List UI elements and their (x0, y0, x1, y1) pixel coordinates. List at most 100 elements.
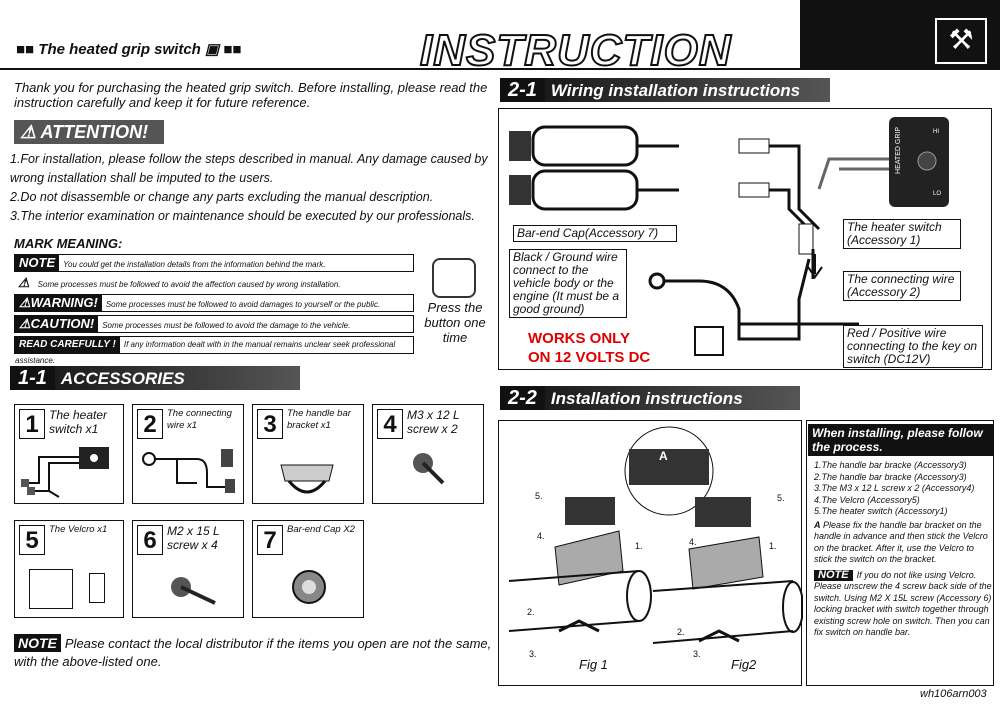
mark-row-warning-triangle: ⚠Some processes must be followed to avoi… (14, 275, 414, 293)
intro-text: Thank you for purchasing the heated grip… (14, 80, 488, 110)
note-tag: NOTE (814, 569, 853, 581)
accessory-card-1: 1 The heater switch x1 (14, 404, 124, 504)
fig1-label: Fig 1 (579, 657, 608, 672)
attention-item: 3.The interior examination or maintenanc… (10, 209, 475, 223)
screw-m3-image (413, 453, 445, 485)
accessories-heading: 1-1 ACCESSORIES (10, 366, 300, 390)
callout-4a: 4. (537, 531, 545, 541)
accessory-number: 1 (19, 409, 45, 439)
install-step: 3.The M3 x 12 L screw x 2 (Accessory4) (814, 483, 975, 493)
mechanic-icon: ⚒ (935, 18, 987, 64)
section-number: 2-2 (500, 386, 545, 410)
accessory-number: 3 (257, 409, 283, 439)
works-line: ON 12 VOLTS DC (528, 349, 651, 366)
mark-row-text: Some processes must be followed to avoid… (105, 300, 381, 309)
accessory-number: 6 (137, 525, 163, 555)
main-title: INSTRUCTION (419, 25, 732, 76)
install-heading: 2-2 Installation instructions (500, 386, 800, 410)
connecting-wire-image (142, 449, 235, 493)
callout-2b: 2. (677, 627, 685, 637)
switch-label: HEATED GRIP (895, 127, 902, 174)
accessory-number: 5 (19, 525, 45, 555)
header-band (0, 18, 1000, 70)
install-step: 2.The handle bar bracke (Accessory3) (814, 471, 967, 482)
note-tag: NOTE (14, 634, 61, 652)
callout-1a: 1. (635, 541, 643, 551)
connecting-wire-label: The connecting wire (Accessory 2) (843, 271, 961, 301)
accessory-number: 7 (257, 525, 283, 555)
header-black-box (800, 0, 1000, 70)
velcro-small-image (89, 573, 105, 603)
callout-5a: 5. (535, 491, 543, 501)
attention-item: 1.For installation, please follow the st… (10, 152, 488, 185)
section-number: 2-1 (500, 78, 545, 102)
note-text: Please contact the local distributor if … (14, 636, 492, 669)
accessory-card-4: 4 M3 x 12 L screw x 2 (372, 404, 484, 504)
section-title: Installation instructions (550, 389, 743, 408)
accessory-number: 2 (137, 409, 163, 439)
velcro-large-image (29, 569, 73, 609)
product-title: ■■ The heated grip switch ▣ ■■ (16, 41, 242, 58)
mark-row-read-carefully: READ CAREFULLY !If any information dealt… (14, 336, 414, 365)
warning-tag: ⚠WARNING! (15, 295, 102, 311)
wiring-heading: 2-1 Wiring installation instructions (500, 78, 830, 102)
section-title: ACCESSORIES (60, 369, 185, 388)
callout-3b: 3. (693, 649, 701, 659)
heater-switch-label: The heater switch (Accessory 1) (843, 219, 961, 249)
install-steps: 1.The handle bar bracke (Accessory3) 2.T… (814, 460, 992, 639)
read-carefully-tag: READ CAREFULLY ! (15, 337, 120, 353)
mark-row-caution: ⚠CAUTION!Some processes must be followed… (14, 315, 414, 333)
tip-mark-icon: A (814, 519, 821, 530)
wiring-diagram-image (509, 117, 949, 356)
detail-label-a: A (659, 449, 668, 463)
accessory-label: The handle bar bracket x1 (287, 408, 351, 431)
screw-m2-image (171, 577, 216, 605)
fig2-label: Fig2 (731, 657, 757, 672)
caution-tag: ⚠CAUTION! (15, 316, 99, 332)
install-steps-box (806, 420, 994, 686)
callout-1b: 1. (769, 541, 777, 551)
callout-3a: 3. (529, 649, 537, 659)
install-step: 5.The heater switch (Accessory1) (814, 506, 948, 516)
section-number: 1-1 (10, 366, 55, 390)
accessory-card-2: 2 The connecting wire x1 (132, 404, 244, 504)
attention-heading: ⚠ ATTENTION! (14, 120, 164, 144)
accessory-label: The Velcro x1 (49, 524, 108, 535)
bar-end-cap-label: Bar-end Cap(Accessory 7) (513, 225, 677, 242)
mark-row-warning: ⚠WARNING!Some processes must be followed… (14, 294, 414, 312)
callout-4b: 4. (689, 537, 697, 547)
install-step: 4.The Velcro (Accessory5) (814, 494, 920, 505)
document-code: wh106arn003 (920, 688, 987, 700)
mark-row-text: You could get the installation details f… (63, 260, 326, 269)
install-tip: A Please fix the handle bar bracket on t… (814, 520, 992, 566)
mark-row-text: If any information dealt with in the man… (15, 340, 396, 365)
install-step: 1.The handle bar bracke (Accessory3) (814, 460, 967, 470)
callout-2a: 2. (527, 607, 535, 617)
note-text: If you do not like using Velcro. Please … (814, 569, 992, 638)
positive-wire-label: Red / Positive wire connecting to the ke… (843, 325, 983, 368)
mark-meaning-title: MARK MEANING: (14, 236, 123, 251)
attention-item: 2.Do not disassemble or change any parts… (10, 190, 434, 204)
switch-lo-label: LO (933, 191, 942, 197)
accessory-number: 4 (377, 409, 403, 439)
accessory-card-5: 5 The Velcro x1 (14, 520, 124, 618)
press-text: Press the button one time (424, 300, 486, 345)
accessory-label: The heater switch x1 (49, 408, 108, 436)
install-diagram-image (508, 426, 803, 644)
bar-end-cap-image (292, 570, 326, 604)
install-diagram: A 5. 4. 1. 2. 3. 5. 4. 2. 1. 3. Fig 1 Fi… (498, 420, 803, 686)
works-line: WORKS ONLY (528, 330, 630, 347)
warning-triangle-icon: ⚠ (14, 275, 34, 291)
callout-5b: 5. (777, 493, 785, 503)
section-title: Wiring installation instructions (550, 81, 801, 100)
ground-wire-label: Black / Ground wire connect to the vehic… (509, 249, 627, 318)
attention-list: 1.For installation, please follow the st… (10, 150, 500, 226)
heater-switch-wiring-image (21, 447, 109, 498)
product-title-text: The heated grip switch (38, 41, 201, 58)
works-only-text: WORKS ONLY ON 12 VOLTS DC (528, 329, 650, 367)
mark-row-text: Some processes must be followed to avoid… (37, 280, 341, 289)
mark-row-text: Some processes must be followed to avoid… (102, 321, 351, 330)
wiring-diagram: HEATED GRIP HI LO Bar-end Cap(Accessory … (498, 108, 992, 370)
